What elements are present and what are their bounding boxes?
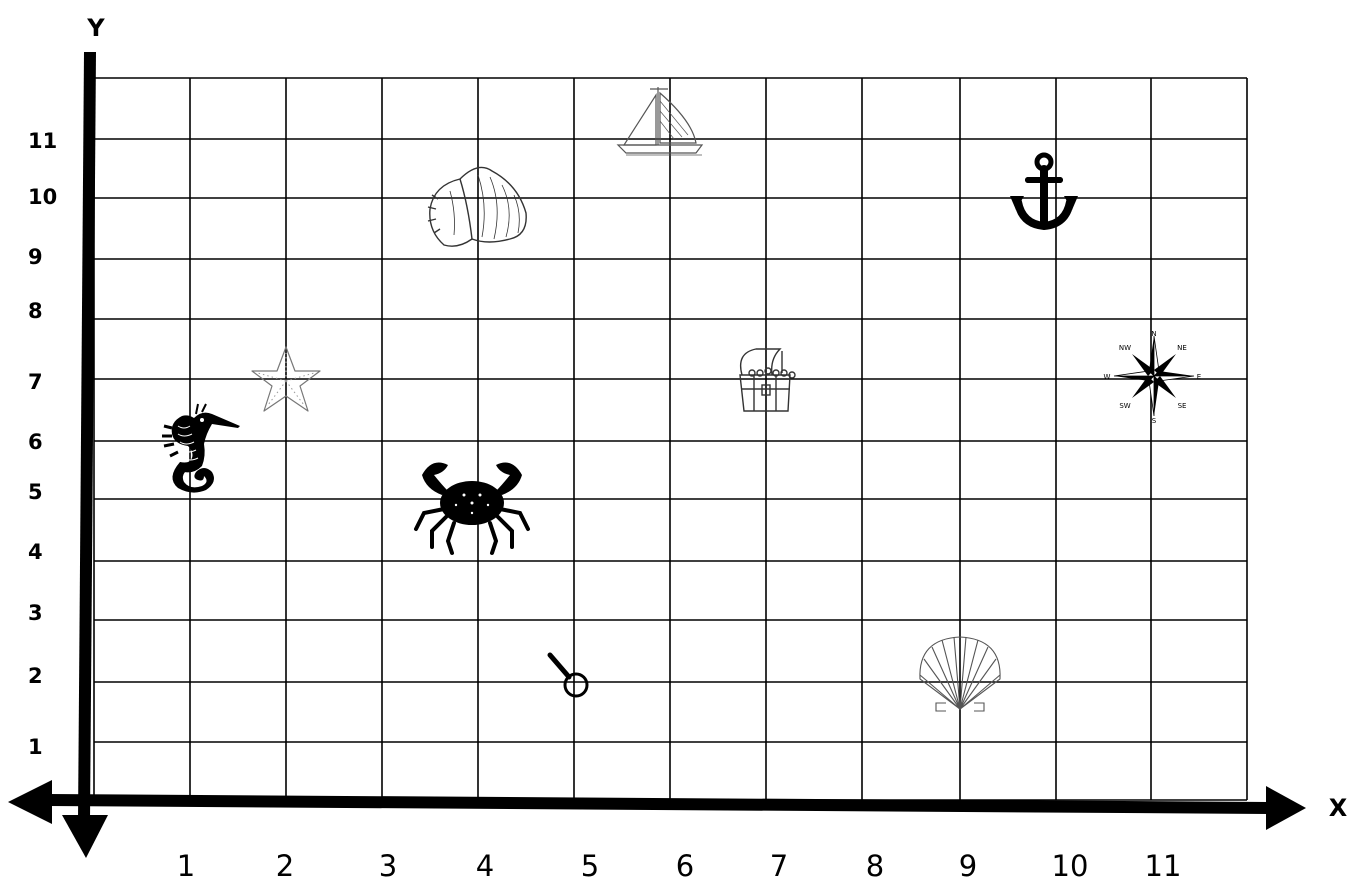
y-tick-label: 9 <box>28 245 43 269</box>
magnifying-glass-icon <box>550 655 587 696</box>
x-tick-label: 5 <box>581 849 599 882</box>
y-tick-label: 10 <box>28 185 57 209</box>
x-tick-label: 1 <box>177 849 195 882</box>
y-axis <box>62 52 108 858</box>
x-tick-label: 3 <box>379 849 397 882</box>
anchor-icon <box>1010 155 1078 226</box>
x-tick-label: 10 <box>1052 849 1089 882</box>
x-tick-label: 11 <box>1145 849 1182 882</box>
compass-label: E <box>1197 373 1201 381</box>
x-tick-label: 6 <box>676 849 694 882</box>
compass-label: S <box>1152 417 1157 425</box>
y-axis-title: Y <box>86 14 105 42</box>
y-tick-labels: 1 2 3 4 5 6 7 8 9 10 11 <box>28 129 57 759</box>
y-tick-label: 4 <box>28 540 43 564</box>
y-tick-label: 6 <box>28 430 43 454</box>
treasure-chest-icon <box>740 349 795 411</box>
x-tick-labels: 1 2 3 4 5 6 7 8 9 10 11 <box>177 849 1182 882</box>
conch-shell-icon <box>428 167 526 246</box>
sailboat-icon <box>618 87 702 155</box>
y-tick-label: 8 <box>28 299 43 323</box>
x-tick-label: 9 <box>959 849 977 882</box>
grid-lines <box>94 78 1247 800</box>
seahorse-icon <box>162 404 240 493</box>
y-tick-label: 5 <box>28 480 43 504</box>
x-tick-label: 8 <box>866 849 884 882</box>
x-tick-label: 4 <box>476 849 494 882</box>
compass-label: NE <box>1177 344 1187 352</box>
y-axis-arrow-down <box>62 815 108 858</box>
y-tick-label: 1 <box>28 735 43 759</box>
x-axis <box>8 780 1306 830</box>
compass-label: NW <box>1119 344 1131 352</box>
y-tick-label: 3 <box>28 601 43 625</box>
compass-label: SE <box>1178 402 1187 410</box>
x-tick-label: 7 <box>770 849 788 882</box>
y-tick-label: 11 <box>28 129 57 153</box>
compass-label: SW <box>1119 402 1130 410</box>
y-tick-label: 2 <box>28 664 43 688</box>
x-axis-title: X <box>1329 794 1348 822</box>
compass-rose-icon: N NE E SE S SW W NW <box>1104 330 1202 425</box>
y-tick-label: 7 <box>28 370 43 394</box>
compass-label: N <box>1151 330 1156 338</box>
crab-icon <box>416 463 528 553</box>
x-axis-arrow-left <box>8 780 52 824</box>
x-axis-arrow-right <box>1266 786 1306 830</box>
x-tick-label: 2 <box>276 849 294 882</box>
compass-label: W <box>1104 373 1111 381</box>
